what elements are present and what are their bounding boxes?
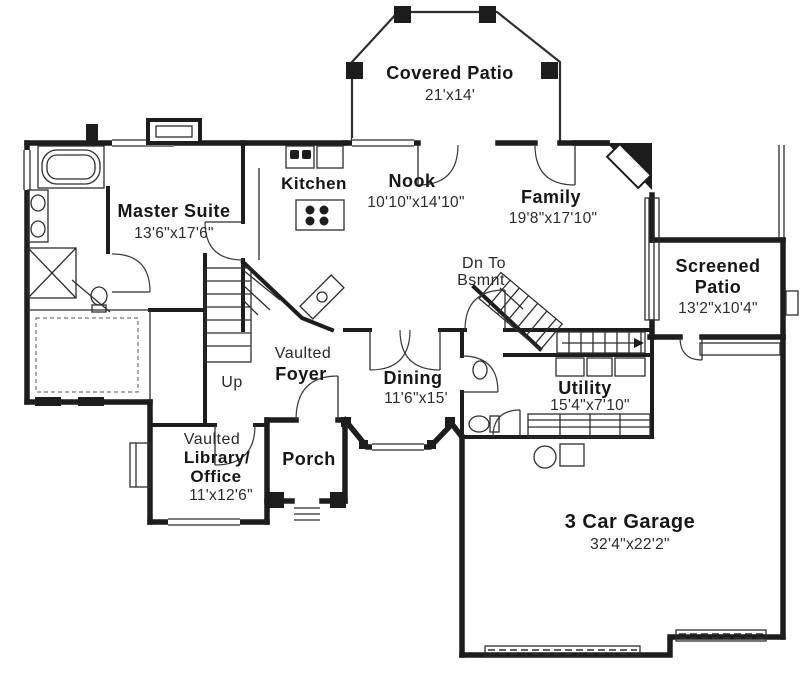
porch-post xyxy=(268,492,284,508)
vanity xyxy=(27,189,49,243)
label-kitchen: Kitchen xyxy=(281,174,347,193)
dim-family: 19'8"x17'10" xyxy=(509,210,598,227)
label-library-prefix: Vaulted xyxy=(184,431,241,448)
sink xyxy=(30,194,46,212)
label-screened-1: Screened xyxy=(675,256,760,276)
stairs-up xyxy=(204,267,281,363)
furnace xyxy=(559,443,585,467)
sink xyxy=(472,360,488,380)
patio-post xyxy=(541,62,558,79)
door-arcs xyxy=(111,144,703,466)
patio-post xyxy=(346,62,363,79)
walk-in-closet xyxy=(27,309,151,402)
dim-dining: 11'6"x15' xyxy=(384,390,448,407)
powder-room xyxy=(468,360,500,433)
label-garage: 3 Car Garage xyxy=(565,511,696,533)
label-master-suite: Master Suite xyxy=(117,201,230,221)
dim-master-suite: 13'6"x17'6" xyxy=(134,225,214,242)
label-library-1: Library/ xyxy=(184,448,250,467)
covered-patio-outline xyxy=(346,6,562,143)
shower xyxy=(27,247,77,299)
toilet xyxy=(468,415,490,433)
water-heater xyxy=(533,445,557,469)
kitchen-island xyxy=(295,199,345,231)
dim-library: 11'x12'6" xyxy=(189,487,253,504)
room-labels: Covered Patio 21'x14' Kitchen Nook 10'10… xyxy=(117,63,760,553)
steps xyxy=(129,290,799,521)
dim-nook: 10'10"x14'10" xyxy=(367,194,465,211)
dim-utility: 15'4"x7'10" xyxy=(550,397,630,414)
label-utility: Utility xyxy=(558,378,612,398)
dim-covered-patio: 21'x14' xyxy=(425,87,475,104)
label-family: Family xyxy=(521,187,581,207)
label-foyer-prefix: Vaulted xyxy=(275,345,332,362)
label-up: Up xyxy=(221,374,242,391)
window-seat xyxy=(146,118,202,145)
stairs-basement xyxy=(478,271,646,354)
fireplace xyxy=(605,142,653,190)
patio-post xyxy=(394,6,411,23)
master-bath xyxy=(27,145,108,313)
porch-post xyxy=(330,492,346,508)
label-dining: Dining xyxy=(384,368,443,388)
windows xyxy=(21,124,785,528)
dim-garage: 32'4"x22'2" xyxy=(590,536,670,553)
label-foyer: Foyer xyxy=(275,364,327,384)
dim-screened: 13'2"x10'4" xyxy=(678,300,758,317)
note-bsmnt: Bsmnt xyxy=(457,272,505,289)
utility-fixtures xyxy=(527,357,651,438)
note-dn-to: Dn To xyxy=(462,255,506,272)
label-library-2: Office xyxy=(190,467,241,486)
garage-fixtures xyxy=(484,443,767,658)
bay-window xyxy=(129,442,151,488)
label-screened-2: Patio xyxy=(695,277,742,297)
label-covered-patio: Covered Patio xyxy=(386,63,514,83)
kitchen-fixtures xyxy=(258,145,345,320)
patio-post xyxy=(479,6,496,23)
label-porch: Porch xyxy=(282,449,336,469)
label-nook: Nook xyxy=(389,171,436,191)
sink xyxy=(30,220,46,238)
